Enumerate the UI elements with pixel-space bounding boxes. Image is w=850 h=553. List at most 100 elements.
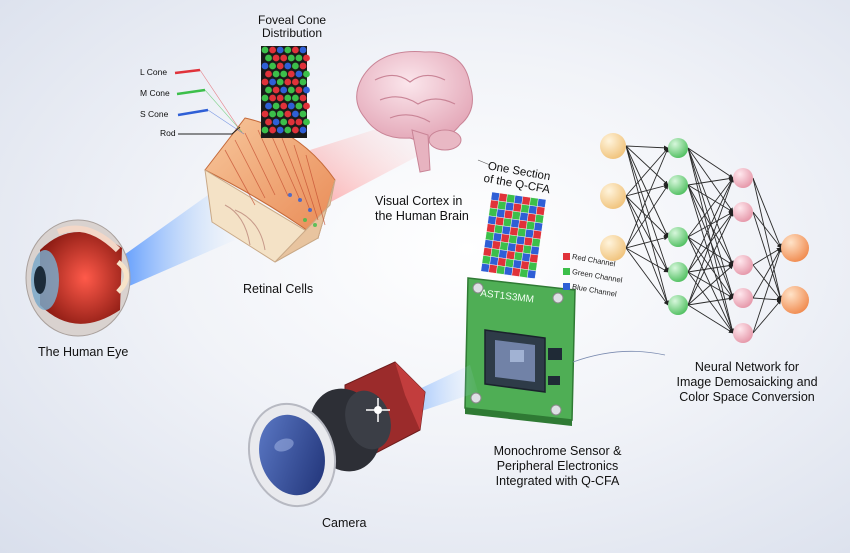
qcfa-cell <box>498 192 508 203</box>
cone-cell <box>284 110 292 118</box>
qcfa-cell <box>521 196 531 206</box>
s-cone-label: S Cone <box>140 109 169 119</box>
cone-cell <box>299 126 307 134</box>
cone-cell <box>287 118 295 126</box>
nn-node <box>600 133 626 159</box>
qcfa-cell <box>503 266 514 276</box>
nn-node <box>781 234 809 262</box>
qcfa-cell <box>490 191 500 202</box>
sensor-board <box>464 277 576 426</box>
nn-node <box>668 262 688 282</box>
retina-to-brain-beam <box>310 120 420 205</box>
qcfa-cell <box>527 213 537 223</box>
qcfa-cell <box>498 249 508 259</box>
cone-cell <box>295 86 303 94</box>
cone-cell <box>287 70 295 78</box>
nn-edge <box>687 296 734 306</box>
nn-edge <box>687 271 734 334</box>
cone-cell <box>269 78 276 86</box>
qcfa-cell <box>523 236 534 247</box>
sensor-label-2: Peripheral Electronics <box>496 459 619 473</box>
nn-edge <box>687 236 734 299</box>
qcfa-section-grid <box>480 191 547 280</box>
qcfa-cell <box>501 225 511 236</box>
qcfa-cell <box>506 193 516 204</box>
qcfa-cell <box>488 207 498 218</box>
qcfa-cell <box>487 215 497 226</box>
qcfa-cell <box>522 244 532 255</box>
foveal-cone-grid <box>261 46 310 138</box>
qcfa-cell <box>514 243 525 254</box>
cone-cell <box>303 70 310 78</box>
qcfa-cell <box>504 201 515 212</box>
cone-cell <box>292 126 299 134</box>
qcfa-cell <box>485 231 495 241</box>
qcfa-cell <box>506 250 516 260</box>
visual-cortex-label-2: the Human Brain <box>375 209 469 223</box>
nn-edge <box>625 195 669 273</box>
nn-edge <box>687 177 734 306</box>
cone-cell <box>272 86 280 94</box>
qcfa-cell <box>480 263 490 273</box>
nn-edge <box>752 247 782 266</box>
cone-cell <box>284 94 292 102</box>
qcfa-cell <box>492 232 503 242</box>
qcfa-cell <box>519 211 529 222</box>
qcfa-cell <box>531 237 541 248</box>
nn-node <box>668 138 688 158</box>
cone-cell <box>272 54 280 62</box>
cone-cell <box>287 102 295 110</box>
qcfa-cell <box>499 241 509 251</box>
qcfa-cell <box>482 247 493 257</box>
cone-cell <box>261 46 269 54</box>
m-cone-label: M Cone <box>140 88 170 98</box>
visual-cortex-label-1: Visual Cortex in <box>375 194 463 208</box>
cone-cell <box>280 54 288 62</box>
nn-edge <box>752 264 782 301</box>
nn-edge <box>752 177 782 249</box>
cone-cell <box>292 110 299 118</box>
qcfa-cell <box>526 269 537 280</box>
foveal-cone-title: Foveal Cone Distribution <box>258 14 326 40</box>
cone-cell <box>276 62 284 70</box>
cone-cell <box>265 86 272 94</box>
qcfa-cell <box>483 239 494 249</box>
cone-cell <box>280 86 288 94</box>
qcfa-cell <box>503 209 514 220</box>
human-eye <box>25 190 235 337</box>
qcfa-cell <box>510 218 520 229</box>
qcfa-cell <box>508 234 518 245</box>
cone-cell <box>265 118 272 126</box>
cone-cell <box>265 102 272 110</box>
nn-edge <box>625 247 669 273</box>
human-eye-label: The Human Eye <box>38 345 129 359</box>
neural-network-edges <box>625 145 783 334</box>
retinal-cells-label: Retinal Cells <box>243 282 314 296</box>
qcfa-cell <box>509 226 519 237</box>
qcfa-cell <box>504 258 515 268</box>
camera-label: Camera <box>322 516 367 530</box>
qcfa-cell <box>512 259 522 269</box>
cone-cell <box>269 110 276 118</box>
cone-cell <box>303 118 310 126</box>
cone-cell <box>295 70 303 78</box>
nn-edge <box>687 177 734 273</box>
cone-cell <box>261 78 269 86</box>
nn-node <box>733 202 753 222</box>
qcfa-cell <box>511 210 521 221</box>
sensor-label-3: Integrated with Q-CFA <box>495 474 620 488</box>
nn-edge <box>752 299 782 334</box>
human-brain <box>356 51 473 173</box>
rod-label: Rod <box>160 128 176 138</box>
nn-node <box>668 227 688 247</box>
qcfa-cell <box>507 242 517 253</box>
cone-cell <box>292 62 299 70</box>
cone-cell <box>269 62 276 70</box>
nn-edge <box>687 147 734 299</box>
nn-edge <box>752 177 783 301</box>
nn-edge <box>625 147 669 197</box>
nn-edge <box>687 236 734 266</box>
sensor-label-1: Monochrome Sensor & <box>493 444 622 458</box>
qcfa-cell <box>486 223 496 233</box>
cone-cell <box>261 126 269 134</box>
